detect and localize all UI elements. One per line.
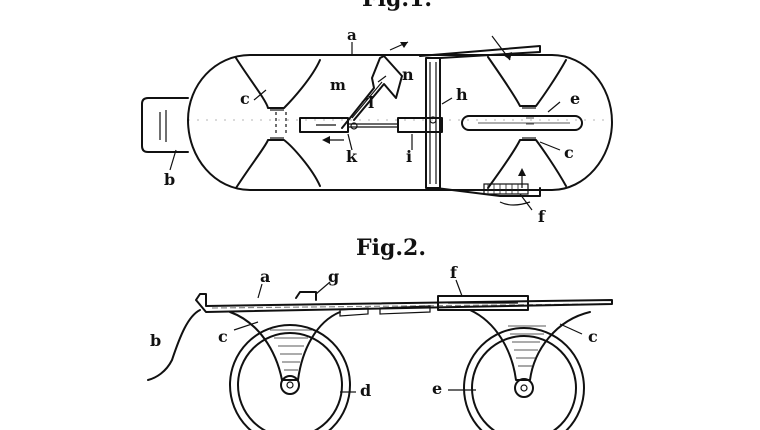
fig2-label-c-right: c — [588, 327, 598, 346]
fig1-plates — [419, 45, 541, 197]
fig1-slot — [461, 115, 583, 131]
fig2-label-d: d — [360, 381, 371, 400]
fig1-label-f: f — [538, 207, 546, 226]
fig2-label-a: a — [260, 267, 270, 286]
fig1-label-e: e — [570, 89, 580, 108]
fig1-leaders — [169, 42, 561, 211]
fig1-label-k: k — [346, 147, 358, 166]
fig1-label-b: b — [164, 170, 175, 189]
fig2-label-b: b — [150, 331, 161, 350]
fig1-heel-stub — [141, 97, 189, 153]
fig2-left-wheel — [229, 324, 351, 430]
fig2-label-f: f — [450, 263, 458, 282]
fig1-hinge-bar — [425, 57, 441, 189]
fig2-left-truck — [229, 311, 341, 381]
fig2-title: Fig.2. — [356, 235, 426, 261]
fig1-label-a: a — [347, 26, 357, 44]
fig2-label-c-left: c — [218, 327, 228, 346]
fig1-label-m: m — [330, 76, 346, 94]
fig1-board — [187, 54, 613, 191]
fig1-trucks — [235, 56, 567, 189]
fig1-label-c-left: c — [240, 89, 250, 108]
fig2-label-g: g — [328, 267, 339, 286]
fig2-board — [195, 291, 613, 317]
fig1-label-l: l — [368, 93, 374, 112]
fig1-arrows — [322, 35, 531, 206]
fig1-label-c-right: c — [564, 143, 574, 162]
fig1: Fig.1. — [141, 0, 613, 226]
fig2-strap — [147, 309, 201, 381]
fig2-leaders — [233, 279, 583, 393]
fig1-title: Fig.1. — [362, 0, 432, 12]
fig2-label-e: e — [432, 379, 442, 398]
fig1-label-h: h — [456, 85, 468, 104]
fig1-label-i: i — [406, 147, 412, 166]
fig2-right-wheel — [463, 327, 585, 430]
fig1-latch — [299, 55, 443, 133]
fig2: Fig.2. — [147, 235, 613, 430]
fig1-label-n: n — [402, 65, 414, 84]
